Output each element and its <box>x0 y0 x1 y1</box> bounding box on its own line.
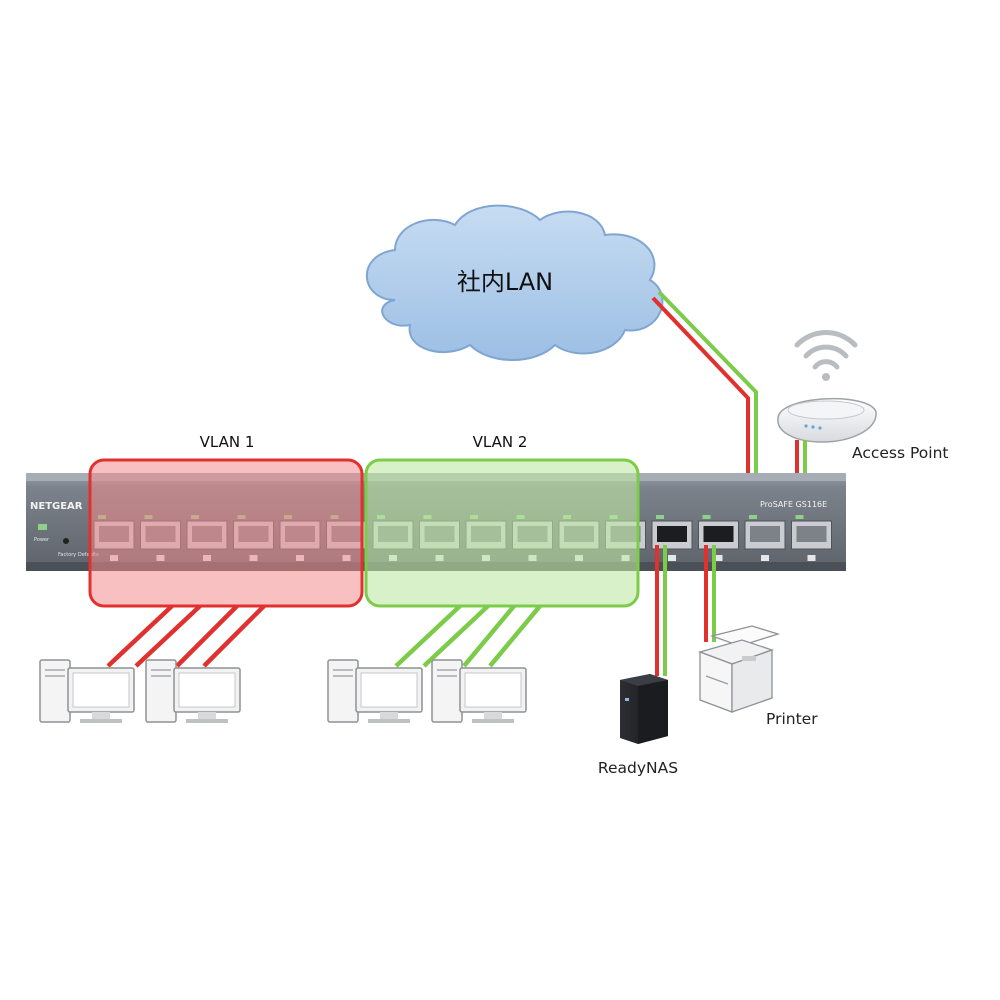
switch-model: ProSAFE GS116E <box>760 500 827 509</box>
power-led-icon <box>38 524 47 530</box>
vlan2-label: VLAN 2 <box>473 433 528 451</box>
ethernet-port <box>744 515 786 561</box>
ethernet-port <box>791 515 832 561</box>
reset-label: Factory Defaults <box>58 552 99 558</box>
vlan1-group: VLAN 1 <box>88 433 364 608</box>
pc-icon <box>145 659 241 723</box>
nas-cable <box>655 545 667 676</box>
access-point: Access Point <box>777 330 948 462</box>
ethernet-port <box>651 515 693 561</box>
ethernet-port <box>698 515 739 561</box>
switch-brand: NETGEAR <box>30 501 83 512</box>
cloud-label: 社内LAN <box>457 268 553 296</box>
cloud-icon <box>365 204 664 361</box>
pc-icon <box>39 659 135 723</box>
printer-device: Printer <box>697 625 818 728</box>
vlan2-cables <box>394 604 542 668</box>
vlan2-group: VLAN 2 <box>364 433 640 608</box>
pc-icon <box>431 659 527 723</box>
vlan1-label: VLAN 1 <box>200 433 255 451</box>
nas-icon <box>620 674 668 744</box>
pc-icon <box>327 659 423 723</box>
vlan1-cables <box>106 604 266 668</box>
vlan1-computers <box>39 659 241 723</box>
access-point-label: Access Point <box>852 444 948 462</box>
nas-device: ReadyNAS <box>598 674 678 777</box>
wifi-icon <box>794 330 858 370</box>
vlan2-box <box>364 458 640 608</box>
printer-icon <box>697 625 781 713</box>
cloud-lan: 社内LAN <box>365 204 664 361</box>
power-label: Power <box>34 537 50 543</box>
vlan1-box <box>88 458 364 608</box>
reset-button-icon <box>63 538 69 544</box>
vlan2-computers <box>327 659 527 723</box>
nas-label: ReadyNAS <box>598 759 678 777</box>
printer-cable <box>704 545 716 642</box>
printer-label: Printer <box>766 710 818 728</box>
